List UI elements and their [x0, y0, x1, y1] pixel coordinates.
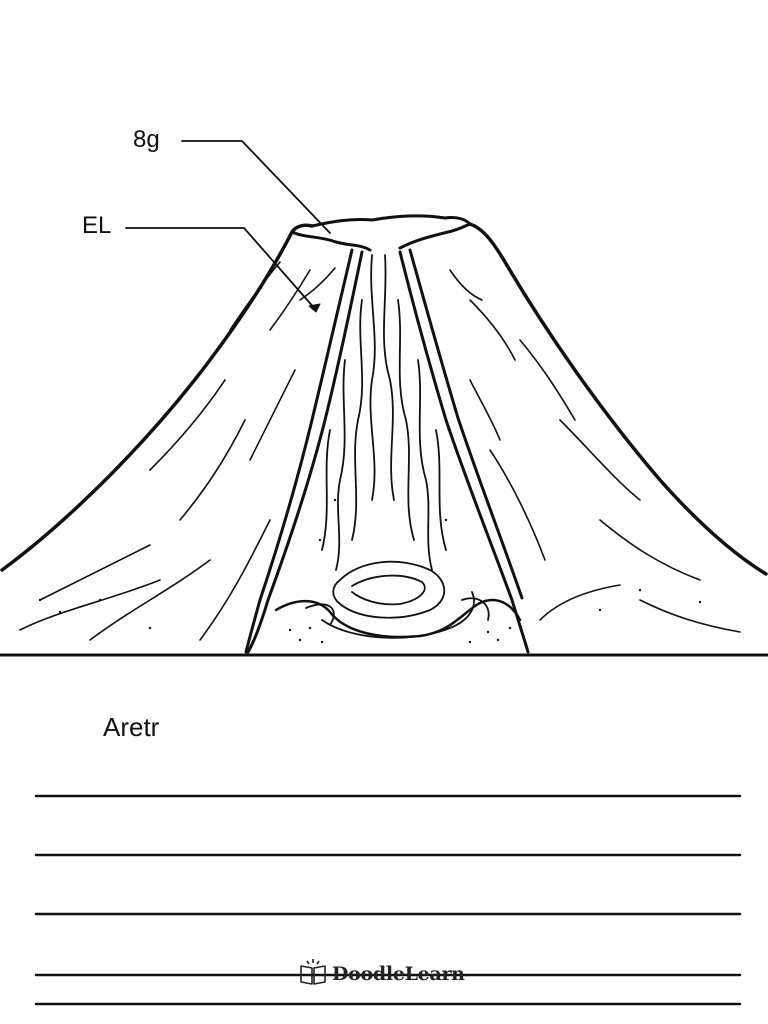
answer-heading: Aretr [103, 712, 160, 742]
magma-flow [305, 254, 490, 639]
ash-speckles [38, 498, 702, 644]
conduit-right-outer [398, 250, 530, 654]
crater-rim [290, 214, 472, 252]
open-book-icon [298, 957, 328, 992]
volcano-outline-right [468, 222, 768, 576]
leader-line-side [125, 227, 317, 311]
diagram-label-side: EL [82, 212, 112, 239]
rock-texture [19, 261, 741, 641]
magma-chamber [274, 598, 522, 639]
brand-logo: DoodleLearn [298, 956, 465, 992]
leader-line-top [181, 140, 331, 234]
diagram-label-top: 8g [133, 126, 160, 153]
brand-name: DoodleLearn [332, 963, 465, 985]
conduit-left-inner [244, 248, 354, 654]
answer-lines [34, 794, 742, 1006]
leader-arrowhead [308, 303, 321, 313]
conduit-right-inner [408, 248, 524, 600]
conduit-left-outer [246, 250, 364, 654]
volcano-outline-left [0, 223, 314, 572]
